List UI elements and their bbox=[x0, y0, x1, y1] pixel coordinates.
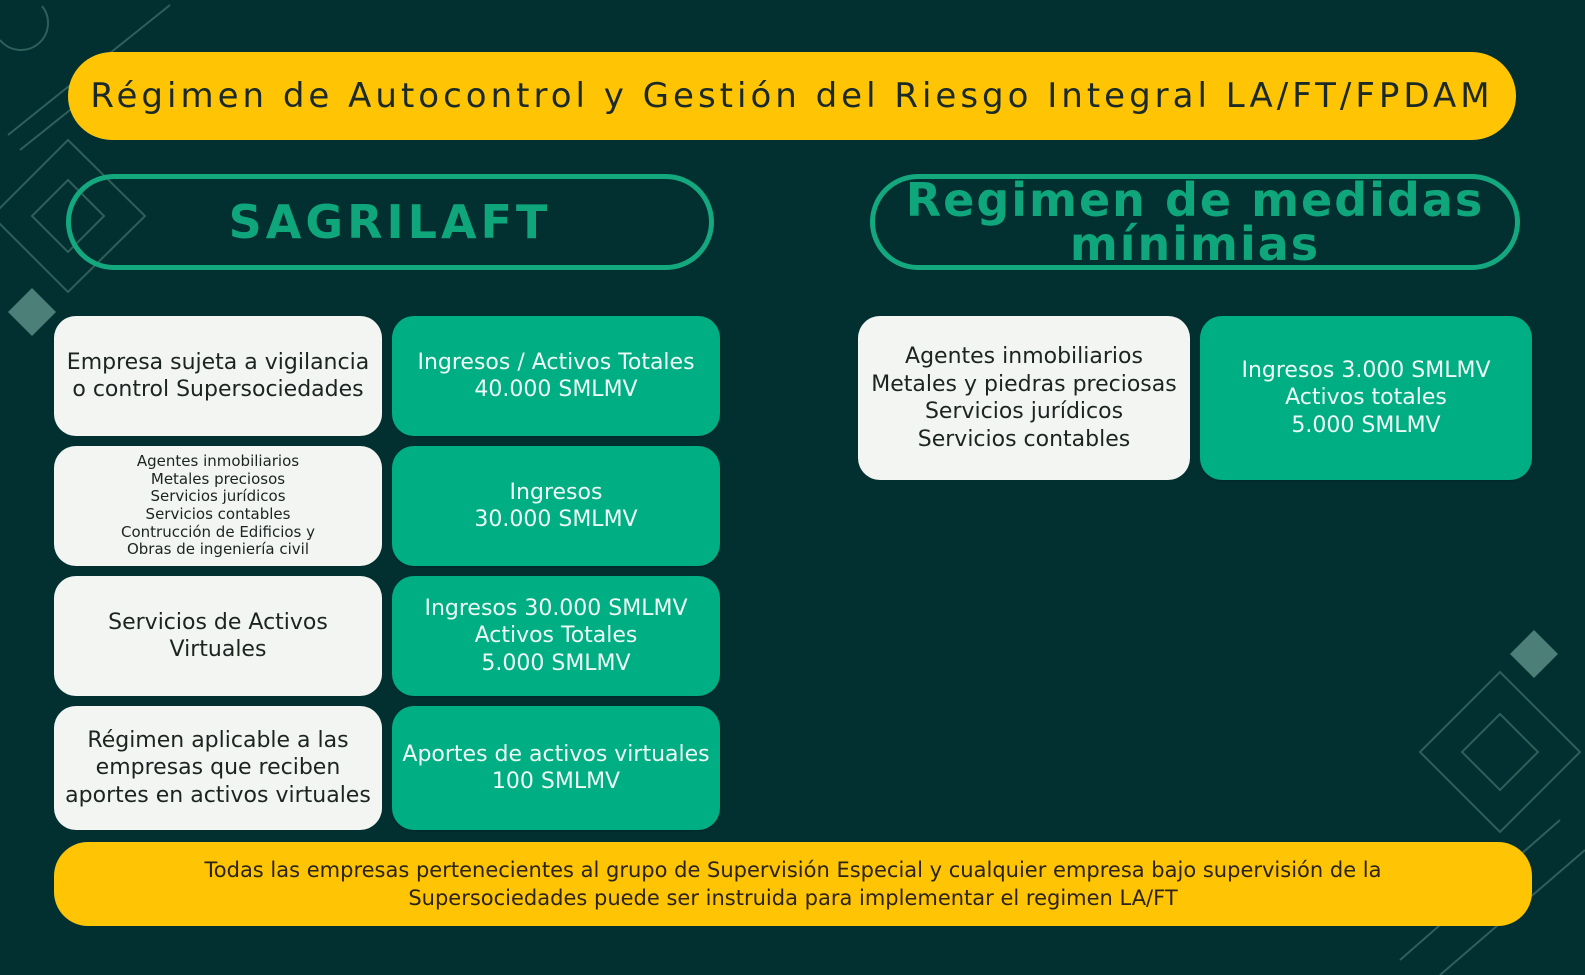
sagrilaft-threshold-card: Ingresos 30.000 SMLMV bbox=[392, 446, 720, 566]
sagrilaft-heading: SAGRILAFT bbox=[66, 174, 714, 270]
minimal-measures-heading: Regimen de medidas mínimias bbox=[870, 174, 1520, 270]
sagrilaft-subject-text: Empresa sujeta a vigilancia o control Su… bbox=[66, 349, 370, 403]
sagrilaft-threshold-card: Ingresos 30.000 SMLMV Activos Totales 5.… bbox=[392, 576, 720, 696]
minimal-subject-card: Agentes inmobiliarios Metales y piedras … bbox=[858, 316, 1190, 480]
sagrilaft-threshold-text: Ingresos / Activos Totales 40.000 SMLMV bbox=[417, 349, 695, 403]
minimal-measures-heading-text: Regimen de medidas mínimias bbox=[905, 173, 1485, 271]
footer-note: Todas las empresas pertenecientes al gru… bbox=[204, 857, 1382, 910]
main-title: Régimen de Autocontrol y Gestión del Rie… bbox=[90, 76, 1494, 116]
sagrilaft-subject-text: Agentes inmobiliarios Metales preciosos … bbox=[120, 451, 315, 559]
sagrilaft-threshold-text: Ingresos 30.000 SMLMV bbox=[474, 479, 638, 533]
minimal-threshold-text: Ingresos 3.000 SMLMV Activos totales 5.0… bbox=[1241, 357, 1491, 438]
footer-note-banner: Todas las empresas pertenecientes al gru… bbox=[54, 842, 1532, 926]
sagrilaft-threshold-card: Aportes de activos virtuales 100 SMLMV bbox=[392, 706, 720, 830]
minimal-threshold-card: Ingresos 3.000 SMLMV Activos totales 5.0… bbox=[1200, 316, 1532, 480]
sagrilaft-threshold-card: Ingresos / Activos Totales 40.000 SMLMV bbox=[392, 316, 720, 436]
sagrilaft-subject-text: Régimen aplicable a las empresas que rec… bbox=[65, 727, 371, 808]
sagrilaft-threshold-text: Ingresos 30.000 SMLMV Activos Totales 5.… bbox=[424, 595, 688, 676]
minimal-subject-text: Agentes inmobiliarios Metales y piedras … bbox=[871, 344, 1177, 452]
sagrilaft-heading-text: SAGRILAFT bbox=[228, 195, 552, 249]
sagrilaft-subject-card: Empresa sujeta a vigilancia o control Su… bbox=[54, 316, 382, 436]
main-title-banner: Régimen de Autocontrol y Gestión del Rie… bbox=[68, 52, 1516, 140]
sagrilaft-subject-text: Servicios de Activos Virtuales bbox=[108, 609, 328, 663]
sagrilaft-subject-card: Régimen aplicable a las empresas que rec… bbox=[54, 706, 382, 830]
sagrilaft-subject-card: Servicios de Activos Virtuales bbox=[54, 576, 382, 696]
sagrilaft-subject-card: Agentes inmobiliarios Metales preciosos … bbox=[54, 446, 382, 566]
sagrilaft-threshold-text: Aportes de activos virtuales 100 SMLMV bbox=[402, 741, 710, 795]
